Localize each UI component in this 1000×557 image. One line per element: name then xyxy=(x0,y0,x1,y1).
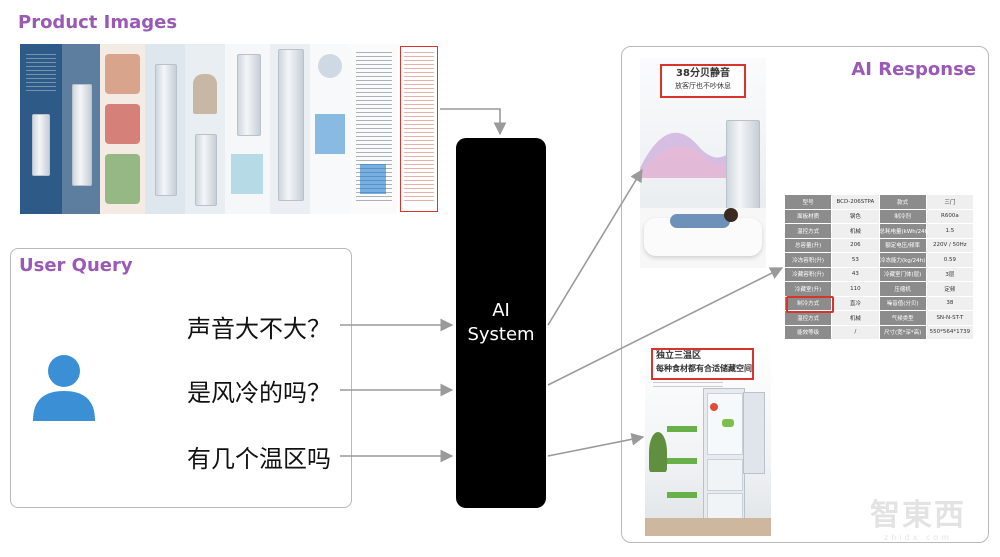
noise-headline-box: 38分贝静音 放客厅也不吵休息 xyxy=(660,64,746,98)
spec-table-cell: 总耗电量(kWh/24h) xyxy=(878,223,927,239)
spec-table-cell: 面板材质 xyxy=(783,208,833,224)
spec-table-cell: 温控方式 xyxy=(783,310,833,326)
ai-system-label-line1: AI xyxy=(492,300,510,321)
spec-table-cell: 机械 xyxy=(831,223,880,239)
spec-table-cell: 直冷 xyxy=(831,295,880,311)
product-images-mosaic xyxy=(20,44,440,214)
user-avatar-icon xyxy=(33,355,95,421)
query-item-temp-zones: 有几个温区吗 xyxy=(187,445,331,473)
spec-table-cell: 冷冻能力(kg/24h) xyxy=(878,252,927,268)
spec-table-cell: 钢色 xyxy=(831,208,880,224)
arrow-images-to-ai xyxy=(440,108,507,136)
spec-table-cell: 气候类型 xyxy=(878,310,927,326)
product-tile xyxy=(145,44,185,214)
spec-table-cell: 三门 xyxy=(925,194,975,210)
ai-response-title: AI Response xyxy=(851,59,976,80)
fridge-graphic xyxy=(726,120,760,214)
sofa-graphic xyxy=(640,208,766,268)
user-query-title: User Query xyxy=(19,255,133,276)
spec-table-cell: 额定电压/频率 xyxy=(878,237,927,253)
zones-subline: 每种食材都有合适储藏空间 xyxy=(656,364,752,373)
spec-table-cell: 0.59 xyxy=(925,252,975,268)
spec-table-cell: 定频 xyxy=(925,281,975,297)
zones-headline: 独立三温区 xyxy=(656,351,702,361)
zone-label-marker xyxy=(667,492,697,498)
spec-table-row: 温控方式机械总耗电量(kWh/24h)1.5 xyxy=(783,223,975,239)
spec-table-cell: 1.5 xyxy=(925,223,975,239)
response-image-zones: 独立三温区 每种食材都有合适储藏空间 xyxy=(645,342,771,536)
watermark-url: zhidx.com xyxy=(884,533,952,542)
spec-table-row: 制冷方式直冷噪音值(分贝)38 xyxy=(783,295,975,311)
spec-table-cell: 110 xyxy=(831,281,880,297)
product-images-title: Product Images xyxy=(18,12,178,33)
spec-table-row: 能效等级/尺寸(宽*深*高)550*564*1739 xyxy=(783,324,975,340)
floor-graphic xyxy=(645,518,771,536)
zone-label-marker xyxy=(667,426,697,432)
spec-table-cell: 冷冻容积(升) xyxy=(783,252,833,268)
noise-subline: 放客厅也不吵休息 xyxy=(675,82,731,90)
product-tile xyxy=(310,44,350,214)
zone-label-marker xyxy=(667,458,697,464)
product-tile xyxy=(398,44,440,214)
spec-table-cell: 38 xyxy=(925,295,975,311)
product-tile xyxy=(270,44,310,214)
fridge-door-graphic xyxy=(743,392,765,474)
ai-system-label-line2: System xyxy=(467,324,535,345)
watermark-logo: 智東西 xyxy=(870,498,966,533)
spec-table-cell: 机械 xyxy=(831,310,880,326)
query-item-noise: 声音大不大？ xyxy=(187,315,331,343)
product-tile xyxy=(62,44,100,214)
spec-table-cell: 噪音值(分贝) xyxy=(878,295,927,311)
spec-table-cell: 总容量(升) xyxy=(783,237,833,253)
spec-highlight-box xyxy=(786,296,834,314)
spec-table-cell: 43 xyxy=(831,266,880,282)
query-item-air-cooled: 是风冷的吗？ xyxy=(187,379,331,407)
arrow-ai-to-response1 xyxy=(547,168,643,326)
spec-table-cell: 53 xyxy=(831,252,880,268)
spec-table-cell: 550*564*1739 xyxy=(925,324,975,340)
product-tile xyxy=(225,44,270,214)
spec-table-cell: 能效等级 xyxy=(783,324,833,340)
arrow-ai-to-response3 xyxy=(547,432,645,457)
spec-table-cell: 款式 xyxy=(878,194,927,210)
spec-table-cell: 制冷剂 xyxy=(878,208,927,224)
product-tile xyxy=(185,44,225,214)
sound-wave-graphic xyxy=(640,132,735,178)
spec-table-cell: R600a xyxy=(925,208,975,224)
noise-headline: 38分贝静音 xyxy=(676,68,730,79)
spec-table-cell: / xyxy=(831,324,880,340)
arrow-ai-to-response2 xyxy=(547,267,784,386)
spec-table-cell: SN-N-ST-T xyxy=(925,310,975,326)
spec-table-cell: 220V / 50Hz xyxy=(925,237,975,253)
spec-table-cell: BCD-206STPA xyxy=(831,194,880,210)
response-image-noise: 38分贝静音 放客厅也不吵休息 xyxy=(640,58,766,268)
spec-table-cell: 型号 xyxy=(783,194,833,210)
spec-table-cell: 尺寸(宽*深*高) xyxy=(878,324,927,340)
plant-graphic xyxy=(649,432,667,472)
product-tile xyxy=(100,44,145,214)
zones-headline-box: 独立三温区 每种食材都有合适储藏空间 xyxy=(651,348,754,380)
product-tile xyxy=(20,44,62,214)
user-query-panel: User Query 声音大不大？ 是风冷的吗？ 有几个温区吗 xyxy=(10,248,352,508)
product-tile xyxy=(350,44,398,214)
ai-system-block: AI System xyxy=(456,138,546,508)
